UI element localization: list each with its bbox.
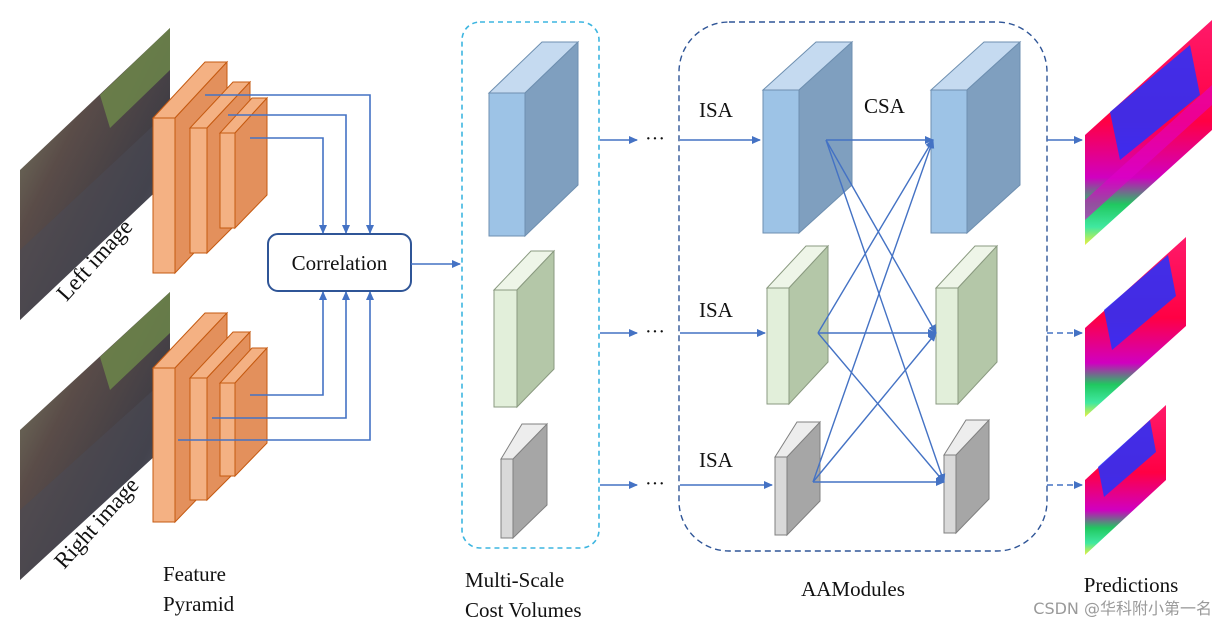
output-arrows — [1047, 136, 1083, 489]
feature-pyramid-right — [151, 311, 269, 524]
cost-volumes-label-line1: Multi-Scale — [465, 568, 564, 592]
prediction-small — [1085, 405, 1166, 555]
correlation-label: Correlation — [292, 251, 388, 275]
correlation-block: Correlation — [267, 233, 412, 292]
csdn-watermark: CSDN @华科附小第一名 — [1033, 599, 1212, 618]
aam-volume-small-in — [774, 420, 821, 537]
aam-volume-medium-out — [934, 244, 999, 406]
csa-label: CSA — [864, 94, 906, 118]
feature-pyramid-label-line1: Feature — [163, 562, 226, 586]
ellipsis-3: ··· — [645, 473, 665, 495]
isa-label-1: ISA — [699, 98, 734, 122]
cost-volumes-container — [461, 21, 600, 549]
feature-pyramid-label-line2: Pyramid — [163, 592, 235, 616]
left-image — [20, 28, 170, 320]
aam-volume-medium-in — [765, 244, 830, 406]
prediction-large — [1085, 20, 1212, 245]
csa-cross-scale-arrows — [812, 136, 946, 486]
ellipsis-2: ··· — [645, 321, 665, 343]
prediction-medium — [1085, 237, 1186, 417]
aam-volume-large-in — [761, 40, 854, 235]
aamodules-label: AAModules — [801, 577, 905, 601]
cost-volume-small — [500, 422, 548, 540]
cost-volume-large — [487, 40, 580, 238]
feature-pyramid-left — [151, 60, 269, 275]
aamodules-container — [678, 21, 1048, 552]
aam-volume-small-out — [943, 418, 990, 535]
feature-level-3-right — [218, 346, 269, 478]
ellipsis-1: ··· — [645, 128, 665, 150]
predictions-label: Predictions — [1084, 573, 1179, 597]
cost-to-aam-arrows — [600, 136, 638, 489]
isa-arrows — [680, 136, 773, 489]
aam-volume-large-out — [929, 40, 1022, 235]
isa-label-2: ISA — [699, 298, 734, 322]
isa-label-3: ISA — [699, 448, 734, 472]
pyramid-to-correlation-arrows — [178, 94, 374, 441]
cost-volume-medium — [492, 249, 556, 409]
right-image — [20, 292, 170, 580]
cost-volumes-label-line2: Cost Volumes — [465, 598, 582, 622]
